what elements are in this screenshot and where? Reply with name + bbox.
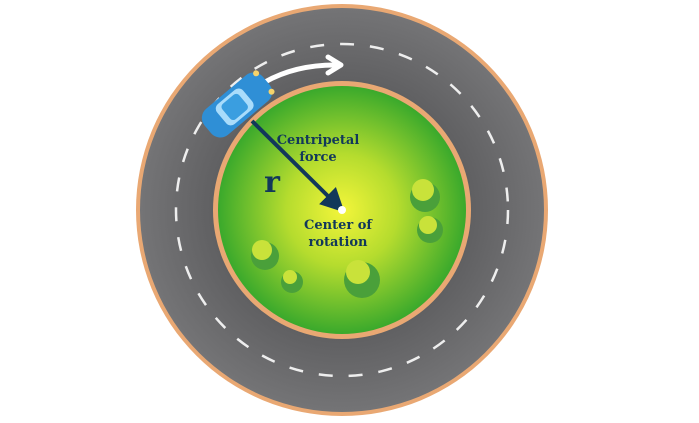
car-icon bbox=[201, 70, 275, 138]
radius-force-arrow bbox=[250, 119, 345, 213]
direction-arrow bbox=[262, 62, 338, 85]
radius-label: r bbox=[264, 165, 281, 200]
center-point bbox=[338, 206, 346, 214]
lane-markings bbox=[174, 42, 510, 378]
bush bbox=[344, 260, 380, 298]
direction-arrowhead bbox=[325, 54, 344, 76]
center-label-line1: Center of bbox=[304, 218, 373, 233]
center-label-line2: rotation bbox=[308, 235, 368, 250]
bush bbox=[281, 270, 303, 293]
force-label-line2: force bbox=[299, 150, 336, 165]
bush bbox=[417, 216, 443, 243]
bush bbox=[410, 179, 440, 212]
bushes bbox=[251, 179, 443, 298]
bush bbox=[251, 240, 279, 270]
force-label-line1: Centripetal bbox=[277, 133, 360, 148]
